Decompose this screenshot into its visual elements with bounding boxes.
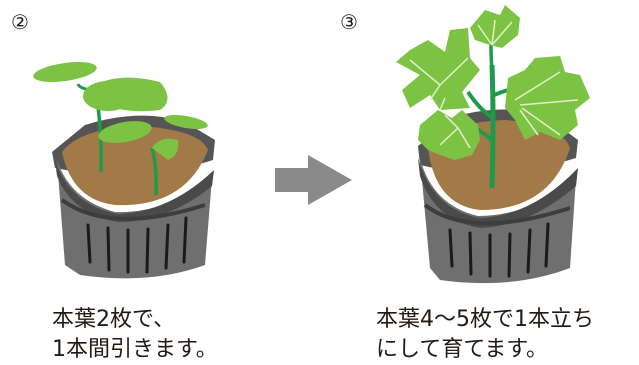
pot-seedling-step3: [396, 5, 590, 284]
leaf: [152, 138, 179, 160]
leaf: [470, 5, 520, 48]
leaf: [33, 62, 97, 82]
caption-line: 1本間引きます。: [52, 337, 218, 362]
stem: [150, 147, 158, 196]
step-number-3: ③: [340, 10, 358, 34]
leaf: [418, 110, 480, 160]
arrow-right-icon: [275, 155, 352, 205]
caption-line: 本葉4〜5枚で1本立ち: [376, 307, 594, 332]
step-number-2: ②: [11, 10, 29, 34]
leaf: [164, 114, 208, 130]
caption-line: 本葉2枚で、: [52, 307, 176, 332]
leaf: [98, 121, 152, 143]
leaf: [396, 28, 480, 110]
caption-step3: 本葉4〜5枚で1本立ち にして育てます。: [376, 305, 594, 365]
pot-seedling-step2: [33, 62, 215, 279]
caption-step2: 本葉2枚で、 1本間引きます。: [52, 305, 218, 365]
leaf: [95, 77, 168, 112]
caption-line: にして育てます。: [376, 337, 549, 362]
stem: [489, 64, 496, 189]
